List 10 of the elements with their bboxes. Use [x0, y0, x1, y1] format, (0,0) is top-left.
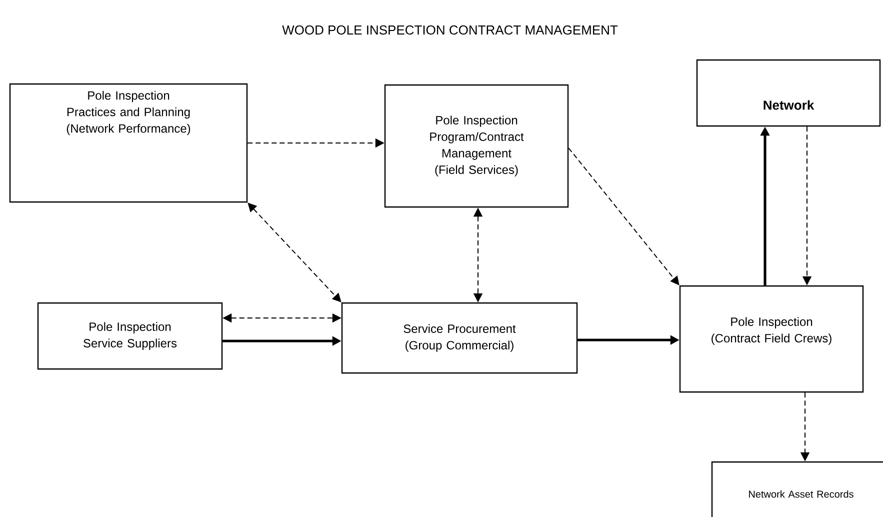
- process-box: Network Asset Records: [711, 461, 883, 517]
- arrow: [568, 148, 680, 286]
- process-box: Service Procurement (Group Commercial): [341, 302, 578, 374]
- process-box: Pole Inspection (Contract Field Crews): [679, 285, 864, 393]
- title: WOOD POLE INSPECTION CONTRACT MANAGEMENT: [282, 25, 618, 35]
- arrow: [248, 202, 342, 302]
- process-box: Pole Inspection Practices and Planning (Network Performance): [9, 83, 248, 203]
- process-box: Pole Inspection Service Suppliers: [37, 302, 223, 370]
- process-box: Network: [696, 59, 881, 127]
- process-box: Pole Inspection Program/Contract Management (Field Services): [384, 84, 569, 208]
